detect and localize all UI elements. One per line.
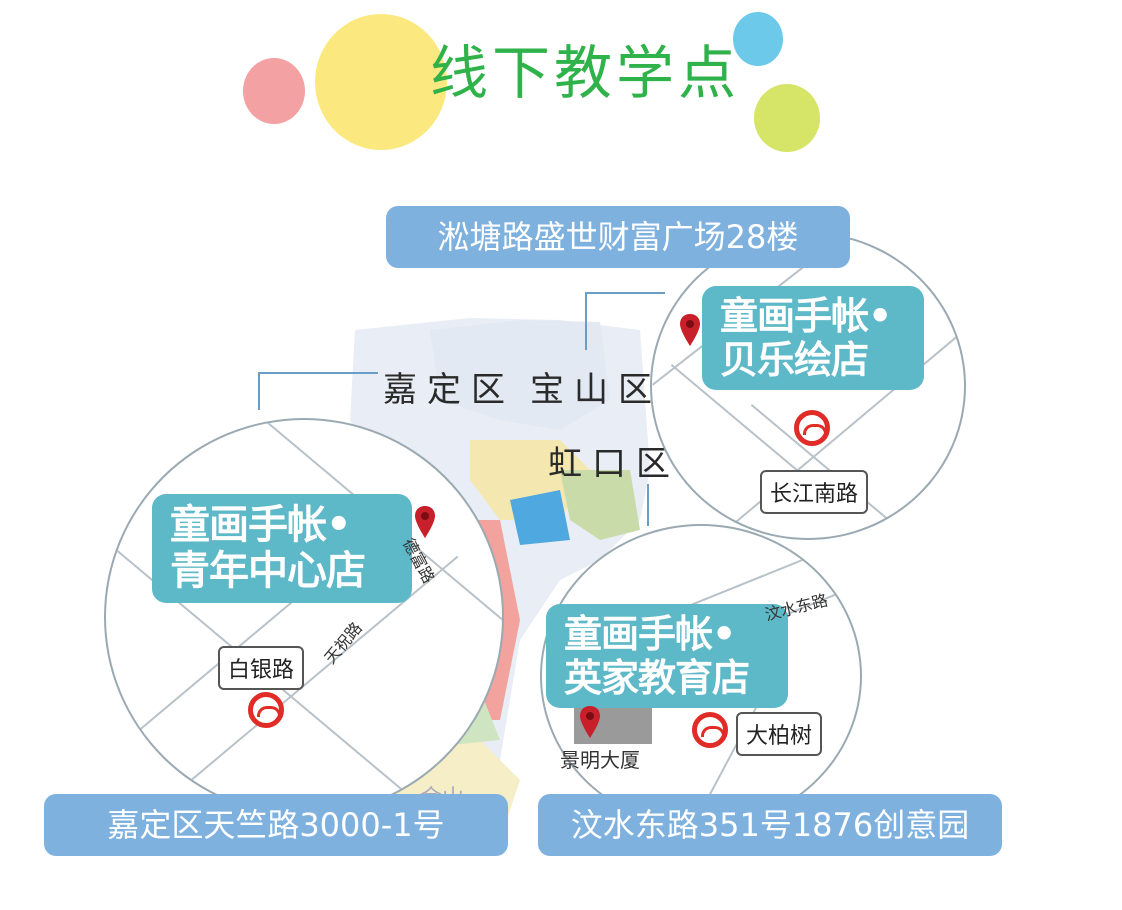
leader-line-baoshan-h — [585, 292, 665, 294]
station-sign-changjiang: 长江南路 — [760, 470, 869, 514]
building-label-jingming: 景明大厦 — [560, 748, 640, 772]
station-sign-baiyin: 白银路 — [218, 646, 305, 690]
map-pin-icon — [580, 706, 600, 738]
leader-line-jiading-v — [258, 372, 260, 410]
store-name-line2: 青年中心店 — [170, 548, 366, 595]
shanghai-metro-icon — [692, 712, 728, 748]
decorative-dot-red — [243, 58, 305, 124]
store-name-line1: 童画手帐• — [720, 294, 892, 338]
map-circle-youth — [104, 418, 504, 816]
store-name-line1: 童画手帐• — [170, 502, 352, 548]
address-label-right: 汶水东路351号1876创意园 — [538, 794, 1002, 856]
address-label-top: 淞塘路盛世财富广场28楼 — [386, 206, 850, 268]
decorative-dot-blue — [733, 12, 783, 66]
district-label-hongkou: 虹口区 — [548, 444, 680, 484]
store-card-yingjia: 童画手帐• 英家教育店 — [546, 604, 788, 709]
map-pin-icon — [415, 506, 435, 538]
leader-line-hongkou-v — [647, 484, 649, 526]
address-label-left: 嘉定区天竺路3000-1号 — [44, 794, 508, 856]
decorative-dot-lime — [754, 84, 820, 152]
map-pin-icon — [680, 314, 700, 346]
store-card-youth: 童画手帐• 青年中心店 — [152, 494, 412, 603]
store-card-bele: 童画手帐• 贝乐绘店 — [702, 286, 924, 391]
shanghai-metro-icon — [248, 692, 284, 728]
leader-line-baoshan-v — [585, 292, 587, 350]
shanghai-metro-icon — [794, 410, 830, 446]
leader-line-jiading-h — [258, 372, 378, 374]
station-sign-dabaishu: 大柏树 — [736, 712, 823, 756]
district-label-baoshan: 宝山区 — [530, 370, 662, 410]
district-label-jiading: 嘉定区 — [383, 370, 515, 410]
store-name-line2: 贝乐绘店 — [720, 338, 869, 383]
store-name-line1: 童画手帐• — [564, 612, 736, 656]
decorative-dot-yellow — [315, 14, 447, 150]
store-name-line2: 英家教育店 — [564, 656, 750, 701]
page-title: 线下教学点 — [430, 39, 741, 107]
